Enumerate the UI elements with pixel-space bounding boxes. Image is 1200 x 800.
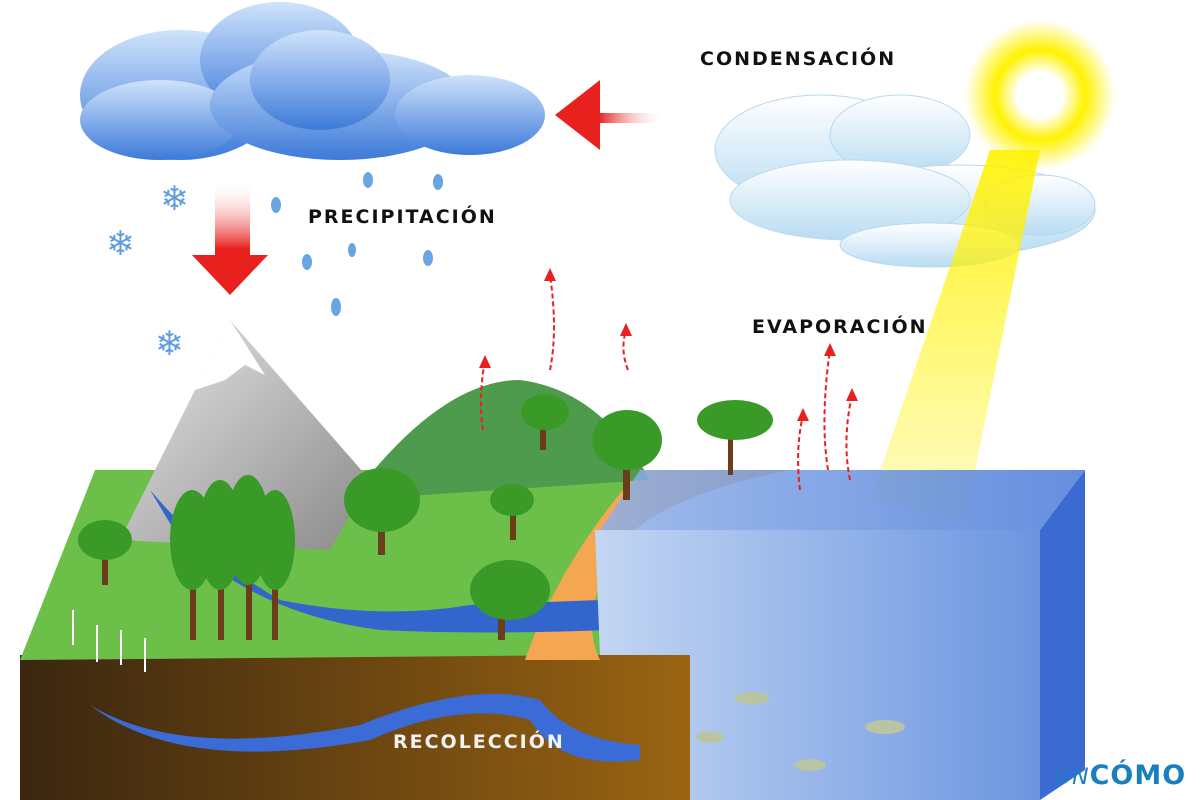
precipitation-label: PRECIPITACIÓN [308, 206, 497, 228]
svg-text:❄: ❄ [160, 179, 189, 219]
trees [78, 394, 773, 640]
precipitation-arrow [192, 180, 268, 295]
sea-side [1040, 470, 1085, 800]
sun-beam [870, 150, 1040, 520]
svg-text:❄: ❄ [155, 324, 184, 364]
uncomo-logo: UNCÓMO [1055, 760, 1186, 791]
evaporation-arrowheads [479, 268, 858, 421]
condensation-arrow [555, 80, 665, 150]
svg-text:❄: ❄ [106, 224, 135, 264]
snowflake-icons: ❄ ❄ ❄ [106, 179, 189, 364]
infiltration-arrows [72, 610, 146, 672]
underground-stream [90, 693, 640, 762]
collection-label: RECOLECCIÓN [393, 731, 565, 753]
sea-top [600, 470, 1085, 530]
hill [350, 380, 650, 500]
evaporation-label: EVAPORACIÓN [752, 316, 928, 338]
rain-cloud [80, 2, 545, 160]
logo-part-como: CÓMO [1089, 760, 1187, 791]
condensation-label: CONDENSACIÓN [700, 48, 897, 70]
rain-drops [271, 172, 443, 316]
logo-part-un: UN [1055, 765, 1090, 790]
mountain [120, 320, 370, 550]
fish [696, 692, 905, 771]
sun [965, 20, 1115, 170]
evaporation-arrows [479, 274, 853, 491]
snow-cap [195, 320, 265, 390]
river [150, 490, 610, 633]
